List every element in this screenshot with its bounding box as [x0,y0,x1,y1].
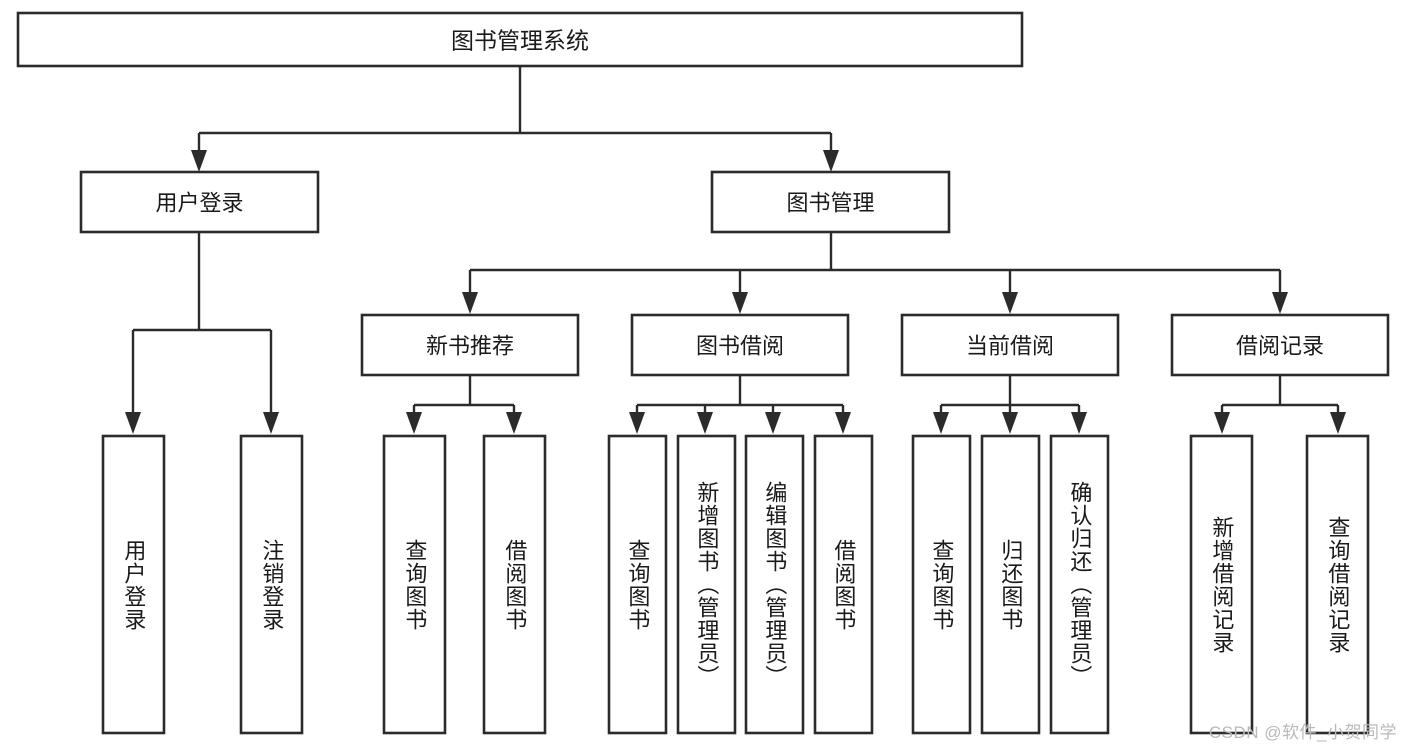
arrow-bookborrow-leaf1-icon [629,412,645,434]
node-leaf-edit-book-admin[interactable] [744,434,805,735]
arrow-currentborrow-leaf1-icon [933,412,949,434]
node-leaf-query-borrow-record[interactable] [1305,434,1370,735]
node-user-login-label: 用户登录 [155,191,243,216]
node-leaf-query-book-current[interactable] [911,434,972,735]
node-borrow-record-label: 借阅记录 [1236,334,1324,359]
node-leaf-borrow-book-recommend[interactable] [482,434,547,735]
node-new-book-recommend-label: 新书推荐 [426,334,514,359]
node-leaf-add-book-admin[interactable] [676,434,737,735]
arrow-login-leaf2-icon [263,412,279,434]
node-leaf-query-book-recommend[interactable] [382,434,447,735]
node-leaf-confirm-return-admin[interactable] [1049,434,1110,735]
node-new-book-recommend[interactable] [360,313,580,377]
csdn-watermark: CSDN @软件_小贺同学 [1208,723,1397,742]
node-book-borrow-label: 图书借阅 [696,334,784,359]
node-layer: 图书管理系统 用户登录 图书管理 新书推荐 图书借阅 当前借阅 借阅记录 [16,11,1390,735]
node-leaf-logout-login[interactable] [239,434,304,735]
arrow-currentborrow-leaf3-icon [1071,412,1087,434]
node-leaf-return-book[interactable] [980,434,1041,735]
arrow-root-to-login-icon [191,150,207,172]
node-current-borrow[interactable] [900,313,1120,377]
arrow-bookborrow-leaf2-icon [697,412,713,434]
arrow-login-leaf1-icon [125,412,141,434]
arrow-to-bookborrow-icon [732,292,748,314]
arrow-bookborrow-leaf3-icon [765,412,781,434]
node-root-label: 图书管理系统 [451,28,589,54]
arrow-borrowrecord-leaf1-icon [1214,412,1230,434]
arrow-to-newbook-icon [462,292,478,314]
arrow-bookborrow-leaf4-icon [835,412,851,434]
arrow-newbook-leaf2-icon [506,412,522,434]
node-leaf-borrow-book[interactable] [813,434,874,735]
arrow-newbook-leaf1-icon [406,412,422,434]
node-current-borrow-label: 当前借阅 [966,334,1054,359]
arrow-to-currentborrow-icon [1002,292,1018,314]
arrow-borrowrecord-leaf2-icon [1330,412,1346,434]
node-book-management[interactable] [710,170,951,234]
node-leaf-query-book-borrow[interactable] [607,434,668,735]
connector-layer [125,66,1346,434]
node-book-borrow[interactable] [630,313,850,377]
node-root-book-management-system[interactable] [16,11,1024,68]
arrow-root-to-bookmgmt-icon [823,150,839,172]
arrow-currentborrow-leaf2-icon [1002,412,1018,434]
node-user-login[interactable] [79,170,320,234]
arrow-to-borrowrecord-icon [1272,292,1288,314]
node-leaf-user-login[interactable] [101,434,166,735]
node-borrow-record[interactable] [1170,313,1390,377]
node-leaf-add-borrow-record[interactable] [1189,434,1254,735]
node-book-management-label: 图书管理 [786,191,874,216]
